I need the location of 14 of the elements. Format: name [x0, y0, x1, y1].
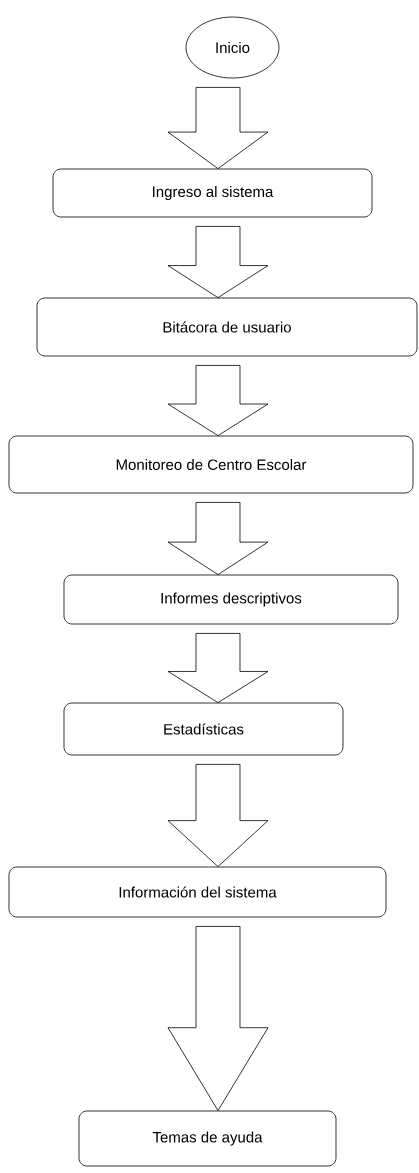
process-box: Ingreso al sistema	[52, 168, 373, 218]
process-box: Monitoreo de Centro Escolar	[8, 435, 414, 494]
process-box: Informes descriptivos	[63, 574, 399, 625]
process-box: Temas de ayuda	[78, 1110, 337, 1167]
block-arrow	[167, 764, 269, 867]
process-box: Bitácora de usuario	[36, 297, 418, 357]
block-arrow	[167, 226, 269, 298]
process-box: Información del sistema	[8, 866, 387, 918]
block-arrow	[167, 87, 269, 169]
block-arrow	[167, 365, 269, 436]
block-arrow	[167, 633, 269, 703]
block-arrow	[167, 502, 269, 575]
process-box: Estadísticas	[63, 702, 344, 756]
block-arrow	[167, 926, 269, 1111]
